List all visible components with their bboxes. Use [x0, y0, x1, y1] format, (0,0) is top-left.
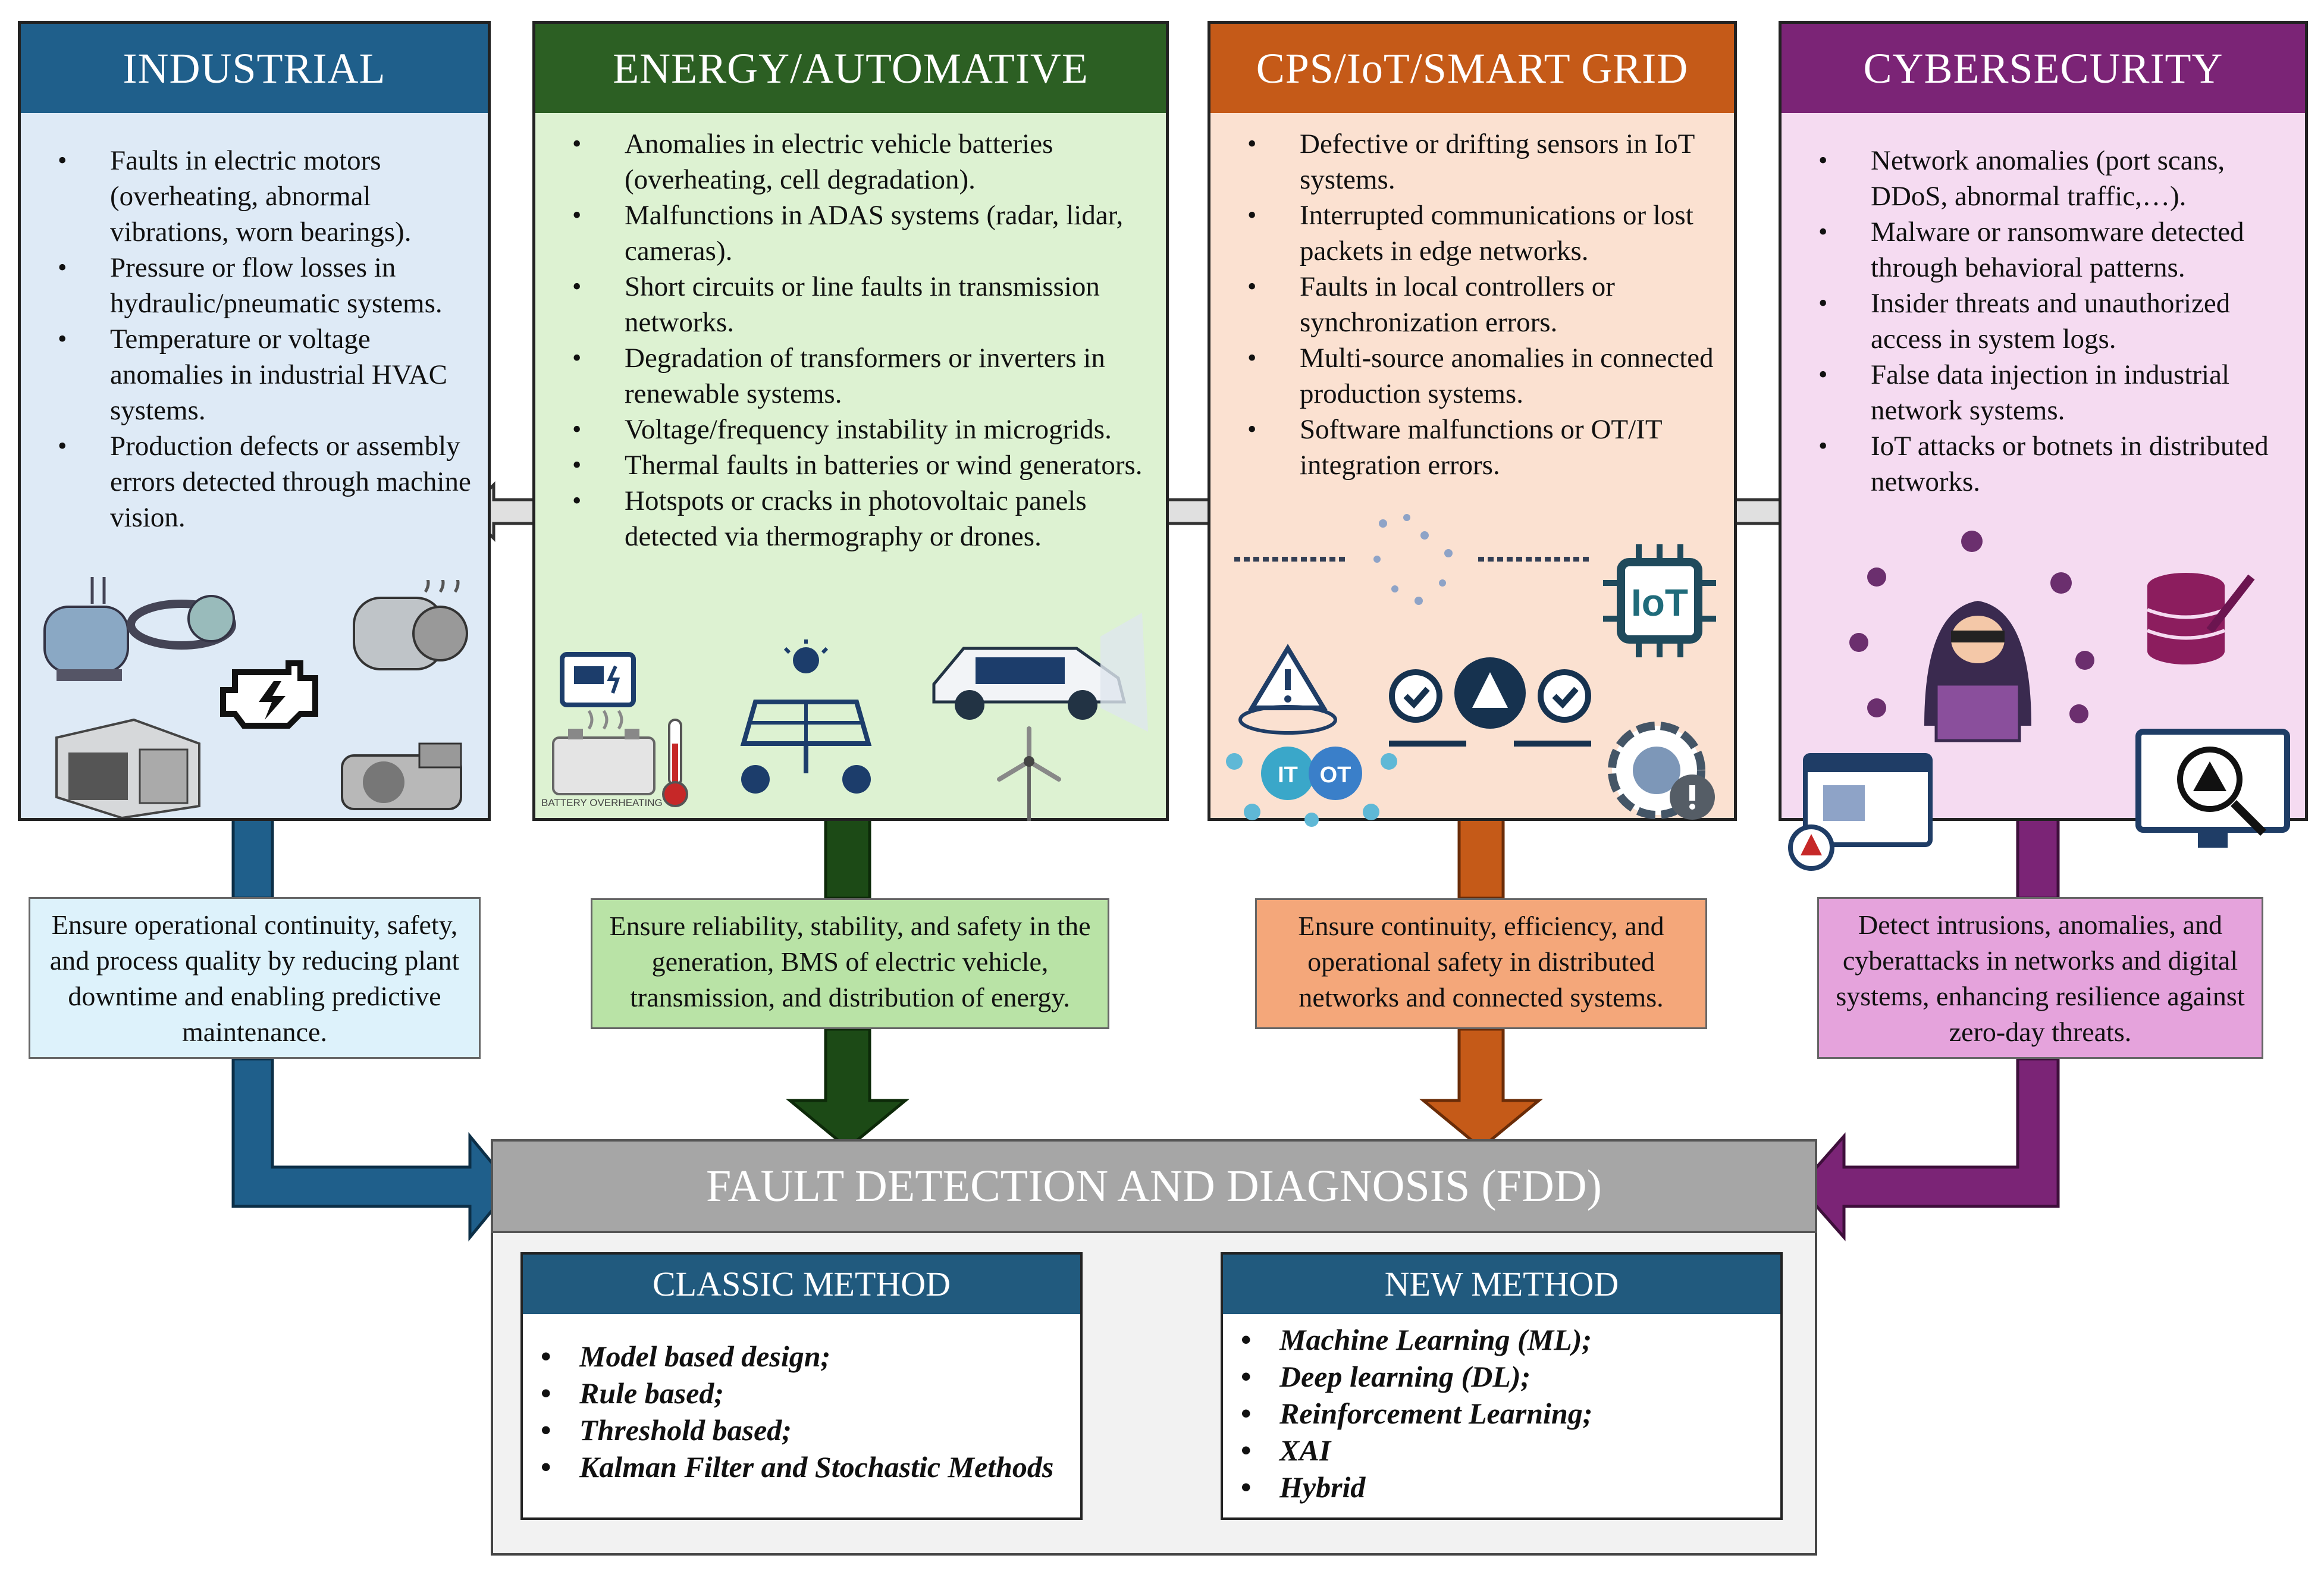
industrial-goal-box: Ensure operational continuity, safety, a… [29, 897, 481, 1059]
energy-fault-list: Anomalies in electric vehicle batteries … [535, 113, 1166, 554]
list-item: Rule based; [523, 1375, 1080, 1412]
generator-icon [560, 652, 636, 707]
industrial-panel: INDUSTRIAL Faults in electric motors (ov… [18, 21, 491, 821]
gear-warning-icon [1608, 722, 1715, 820]
cyber-panel: CYBERSECURITY Network anomalies (port sc… [1779, 21, 2308, 871]
list-item: Hotspots or cracks in photovoltaic panel… [535, 483, 1154, 554]
database-injection-icon [2146, 573, 2255, 664]
energy-title: ENERGY/AUTOMATIVE [613, 45, 1089, 92]
list-item: Machine Learning (ML); [1223, 1321, 1780, 1358]
fdd-title: FAULT DETECTION AND DIAGNOSIS (FDD) [706, 1161, 1602, 1211]
hacker-icon [1849, 531, 2094, 742]
industrial-fault-list: Faults in electric motors (overheating, … [21, 113, 488, 535]
ot-label: OT [1320, 763, 1351, 788]
cps-title: CPS/IoT/SMART GRID [1256, 45, 1689, 92]
list-item: Short circuits or line faults in transmi… [535, 269, 1154, 340]
energy-goal-box: Ensure reliability, stability, and safet… [591, 898, 1109, 1029]
motor-icon [353, 580, 468, 670]
list-item: Defective or drifting sensors in IoT sys… [1210, 126, 1722, 197]
cyber-header: CYBERSECURITY [1782, 24, 2305, 113]
list-item: IoT attacks or botnets in distributed ne… [1782, 428, 2293, 500]
list-item: XAI [1223, 1432, 1780, 1469]
energy-panel: ENERGY/AUTOMATIVE Anomalies in electric … [532, 21, 1169, 821]
cps-goal-text: Ensure continuity, efficiency, and opera… [1298, 911, 1664, 1012]
list-item: False data injection in industrial netwo… [1782, 357, 2293, 428]
cyber-title: CYBERSECURITY [1863, 45, 2223, 92]
cps-goal-box: Ensure continuity, efficiency, and opera… [1255, 898, 1707, 1029]
list-item: Faults in electric motors (overheating, … [21, 143, 476, 250]
cyber-goal-text: Detect intrusions, anomalies, and cybera… [1836, 910, 2245, 1047]
thermometer-icon [662, 719, 688, 807]
list-item: Voltage/frequency instability in microgr… [535, 412, 1154, 447]
industrial-title: INDUSTRIAL [123, 45, 386, 92]
list-item: Temperature or voltage anomalies in indu… [21, 321, 476, 428]
battery-caption: BATTERY OVERHEATING [541, 797, 663, 808]
list-item: Reinforcement Learning; [1223, 1395, 1780, 1432]
battery-icon [552, 710, 656, 795]
motor-icon [43, 577, 236, 681]
list-item: Threshold based; [523, 1412, 1080, 1448]
new-method-header: NEW METHOD [1223, 1255, 1780, 1314]
cyber-fault-list: Network anomalies (port scans, DDoS, abn… [1782, 113, 2305, 500]
list-item: Software malfunctions or OT/IT integrati… [1210, 412, 1722, 483]
list-item: Network anomalies (port scans, DDoS, abn… [1782, 143, 2293, 214]
energy-goal-text: Ensure reliability, stability, and safet… [609, 911, 1091, 1012]
web-alert-icon [1788, 753, 1933, 871]
network-flow-icon [1234, 514, 1591, 605]
list-item: Malware or ransomware detected through b… [1782, 214, 2293, 286]
malware-monitor-icon [2135, 729, 2290, 848]
electric-car-icon [932, 613, 1148, 732]
cyber-body: Network anomalies (port scans, DDoS, abn… [1782, 113, 2305, 818]
classic-method-title: CLASSIC METHOD [652, 1265, 951, 1303]
new-method-list: Machine Learning (ML); Deep learning (DL… [1223, 1314, 1780, 1506]
list-item: Production defects or assembly errors de… [21, 428, 476, 535]
cloud-warning-icon [1389, 657, 1591, 747]
list-item: Kalman Filter and Stochastic Methods [523, 1448, 1080, 1485]
list-item: Deep learning (DL); [1223, 1358, 1780, 1395]
cps-header: CPS/IoT/SMART GRID [1210, 24, 1734, 113]
classic-method-header: CLASSIC METHOD [523, 1255, 1080, 1314]
iot-chip-label: IoT [1631, 581, 1688, 624]
list-item: Thermal faults in batteries or wind gene… [535, 447, 1154, 483]
engine-warning-icon [220, 660, 318, 729]
new-method-title: NEW METHOD [1384, 1265, 1619, 1303]
generator-icon [341, 742, 462, 810]
list-item: Model based design; [523, 1338, 1080, 1375]
energy-body: Anomalies in electric vehicle batteries … [535, 113, 1166, 818]
cps-fault-list: Defective or drifting sensors in IoT sys… [1210, 113, 1734, 483]
list-item: Anomalies in electric vehicle batteries … [535, 126, 1154, 197]
list-item: Degradation of transformers or inverters… [535, 340, 1154, 412]
wind-turbine-icon [997, 726, 1061, 821]
list-item: Faults in local controllers or synchroni… [1210, 269, 1722, 340]
new-method-box: NEW METHOD Machine Learning (ML); Deep l… [1221, 1252, 1783, 1520]
cps-panel: CPS/IoT/SMART GRID Defective or drifting… [1208, 21, 1737, 827]
cps-body: Defective or drifting sensors in IoT sys… [1210, 113, 1734, 818]
list-item: Multi-source anomalies in connected prod… [1210, 340, 1722, 412]
hvac-unit-icon [55, 718, 200, 818]
solar-panel-icon [740, 639, 872, 794]
list-item: Malfunctions in ADAS systems (radar, lid… [535, 197, 1154, 269]
fdd-title-bar: FAULT DETECTION AND DIAGNOSIS (FDD) [491, 1139, 1817, 1233]
classic-method-box: CLASSIC METHOD Model based design; Rule … [520, 1252, 1083, 1520]
industrial-body: Faults in electric motors (overheating, … [21, 113, 488, 818]
list-item: Pressure or flow losses in hydraulic/pne… [21, 250, 476, 321]
cyber-goal-box: Detect intrusions, anomalies, and cybera… [1817, 897, 2263, 1059]
sensor-alert-icon [1238, 644, 1337, 735]
list-item: Hybrid [1223, 1469, 1780, 1506]
energy-header: ENERGY/AUTOMATIVE [535, 24, 1166, 113]
industrial-goal-text: Ensure operational continuity, safety, a… [49, 910, 460, 1047]
classic-method-list: Model based design; Rule based; Threshol… [523, 1314, 1080, 1485]
it-ot-network-icon: IT OT [1226, 747, 1397, 827]
list-item: Insider threats and unauthorized access … [1782, 286, 2293, 357]
industrial-header: INDUSTRIAL [21, 24, 488, 113]
it-label: IT [1278, 763, 1298, 788]
iot-chip-icon: IoT [1603, 544, 1716, 657]
list-item: Interrupted communications or lost packe… [1210, 197, 1722, 269]
